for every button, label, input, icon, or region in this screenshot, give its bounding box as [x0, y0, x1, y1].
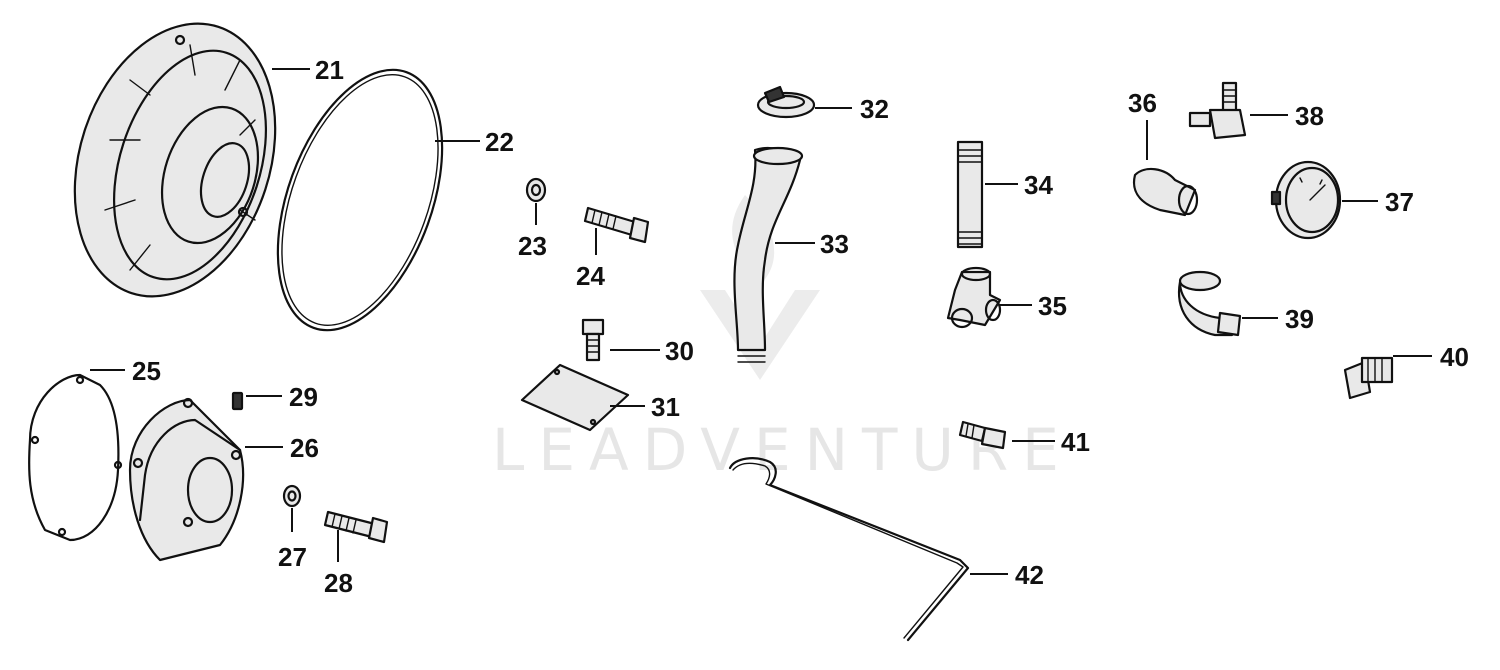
part-label-31: 31	[651, 392, 680, 422]
part-41-fitting[interactable]	[958, 420, 1007, 450]
part-label-39: 39	[1285, 304, 1314, 334]
part-24-bolt[interactable]	[583, 206, 650, 244]
part-label-34: 34	[1024, 170, 1053, 200]
part-35-tee-fitting[interactable]	[946, 266, 1002, 329]
part-42-rod[interactable]	[728, 457, 970, 642]
part-label-38: 38	[1295, 101, 1324, 131]
part-37-pressure-gauge[interactable]	[1270, 160, 1342, 240]
part-label-42: 42	[1015, 560, 1044, 590]
part-40-bushing[interactable]	[1343, 356, 1394, 400]
part-label-41: 41	[1061, 427, 1090, 457]
watermark-logo-icon	[700, 195, 820, 380]
part-label-40: 40	[1440, 342, 1469, 372]
part-label-33: 33	[820, 229, 849, 259]
part-23-lock-washer[interactable]	[525, 177, 547, 203]
part-label-36: 36	[1128, 88, 1157, 118]
part-27-washer[interactable]	[282, 484, 302, 508]
part-label-29: 29	[289, 382, 318, 412]
part-21-housing-cover[interactable]	[41, 0, 308, 323]
part-label-30: 30	[665, 336, 694, 366]
part-39-street-elbow[interactable]	[1177, 270, 1242, 337]
part-label-25: 25	[132, 356, 161, 386]
part-34-pipe-nipple[interactable]	[956, 140, 984, 249]
part-32-hose-clamp[interactable]	[756, 85, 816, 119]
part-label-32: 32	[860, 94, 889, 124]
part-28-bolt[interactable]	[323, 510, 389, 544]
part-25-gasket[interactable]	[28, 373, 123, 542]
part-30-bolt[interactable]	[581, 318, 605, 362]
part-label-21: 21	[315, 55, 344, 85]
part-33-hose[interactable]	[733, 146, 804, 363]
part-label-28: 28	[324, 568, 353, 598]
part-label-27: 27	[278, 542, 307, 572]
part-label-26: 26	[290, 433, 319, 463]
part-22-o-ring[interactable]	[246, 48, 474, 353]
part-29-set-screw[interactable]	[231, 391, 244, 411]
part-31-plate[interactable]	[520, 363, 630, 432]
part-label-23: 23	[518, 231, 547, 261]
part-36-elbow[interactable]	[1132, 167, 1199, 217]
part-label-22: 22	[485, 127, 514, 157]
part-label-37: 37	[1385, 187, 1414, 217]
part-26-adapter-flange[interactable]	[128, 397, 245, 562]
part-38-elbow-valve[interactable]	[1188, 81, 1247, 140]
part-label-24: 24	[576, 261, 605, 291]
part-label-35: 35	[1038, 291, 1067, 321]
